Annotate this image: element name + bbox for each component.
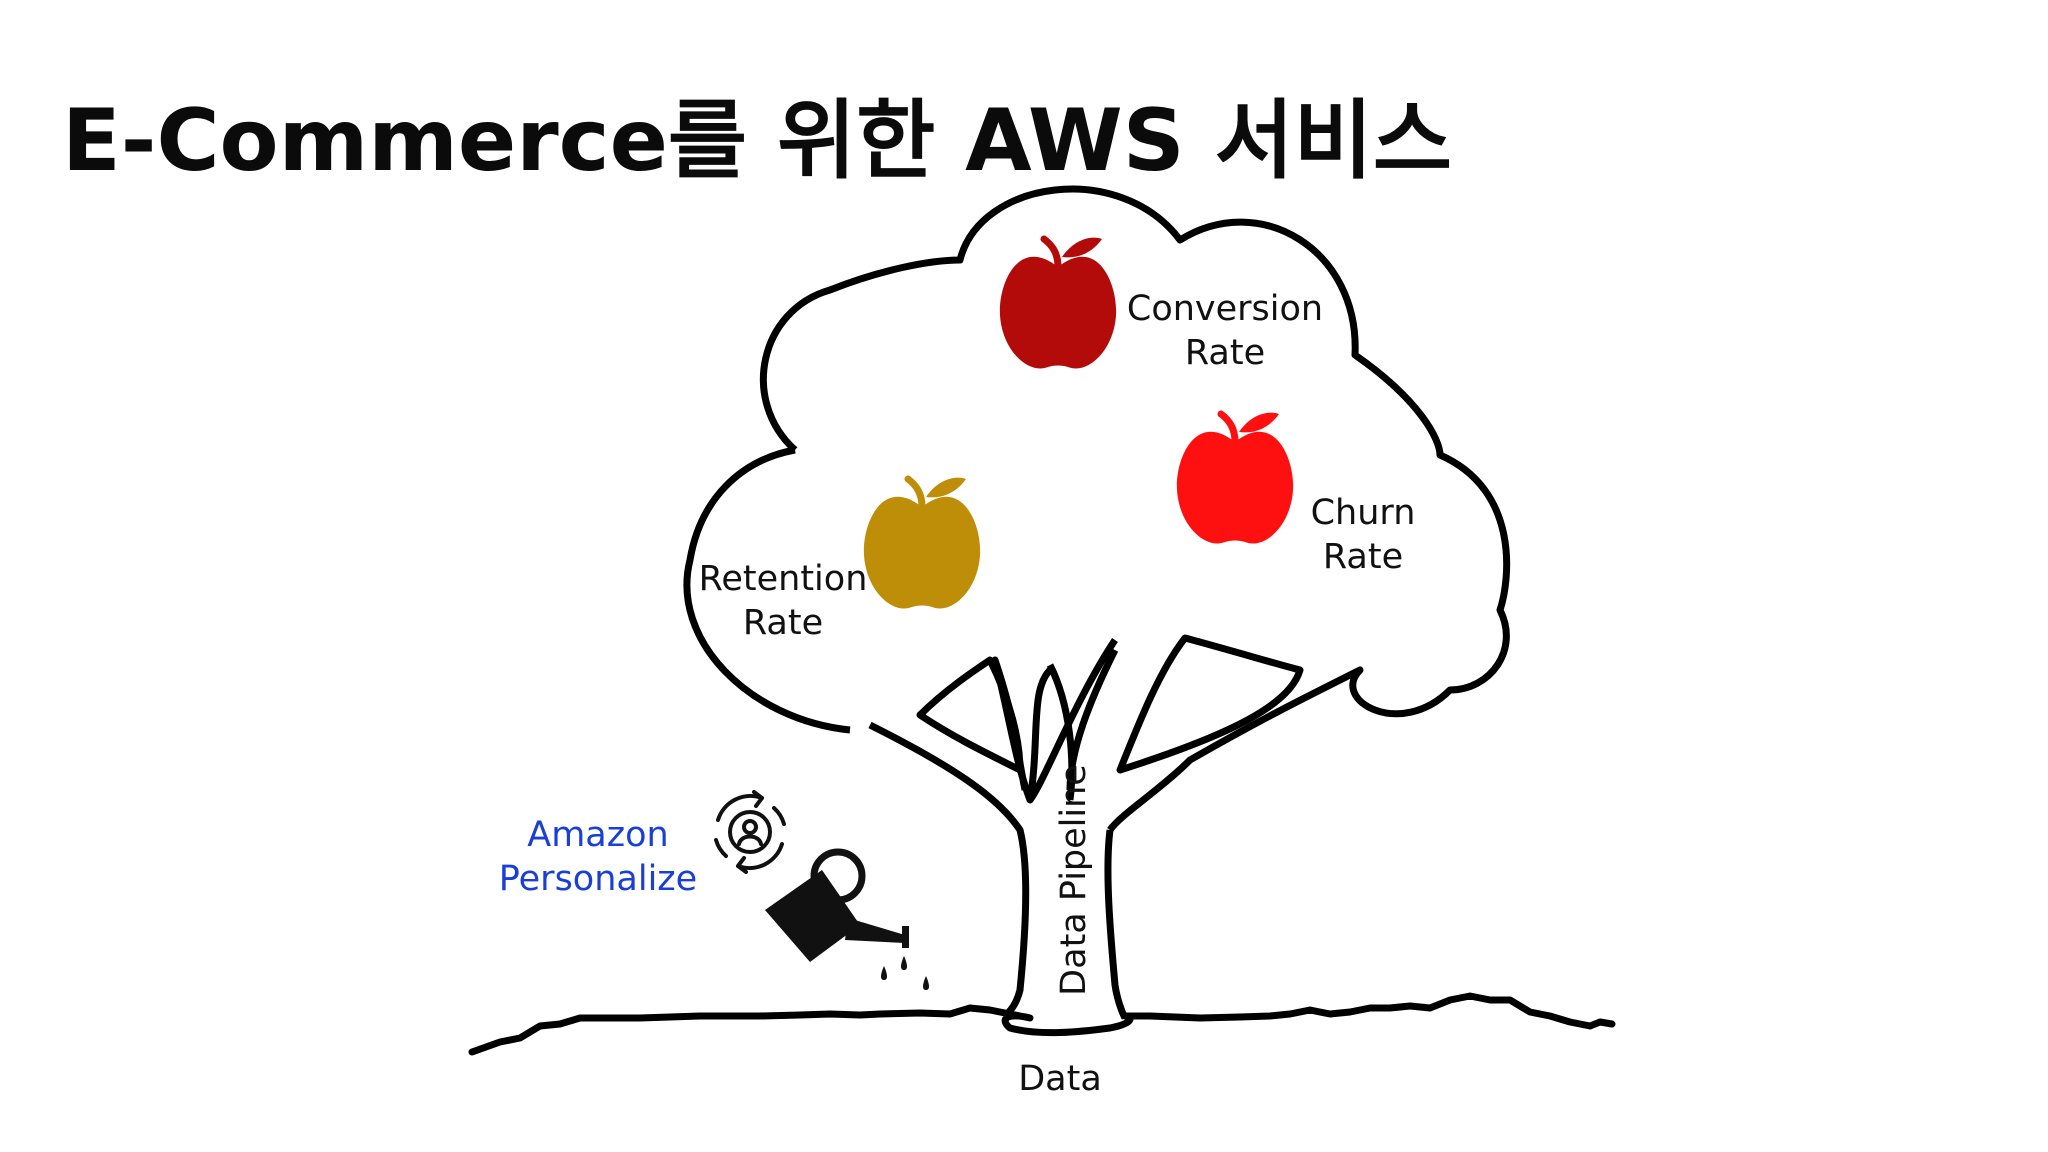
service-label: Personalize <box>499 859 697 899</box>
page-title: E-Commerce를 위한 AWS 서비스 <box>62 91 1452 191</box>
tree-canopy <box>683 185 1511 833</box>
branch-middle <box>1046 648 1119 801</box>
personalize-cycle-icon <box>714 790 786 874</box>
trunk-label: Data Pipeline <box>1054 764 1094 996</box>
apple-icon <box>999 235 1117 369</box>
fruit-label: Rate <box>1185 333 1265 373</box>
ground-label: Data <box>1018 1059 1102 1099</box>
branch-hole-right <box>1116 634 1304 774</box>
service-label: Amazon <box>527 815 668 855</box>
fruit-label: Churn <box>1311 493 1416 533</box>
tree-trunk-left <box>868 721 1030 1019</box>
fruit-label: Rate <box>743 603 823 643</box>
branch-hole-left <box>916 656 1024 774</box>
ground-line <box>468 992 1616 1056</box>
watering-can-icon <box>765 848 929 990</box>
fruit-label: Retention <box>699 559 868 599</box>
apple-icon <box>1176 410 1294 544</box>
tree-trunk-right <box>1104 829 1129 1020</box>
apple-icon <box>863 475 981 609</box>
fruit-label: Conversion <box>1127 289 1323 329</box>
fruit-label: Rate <box>1323 537 1403 577</box>
